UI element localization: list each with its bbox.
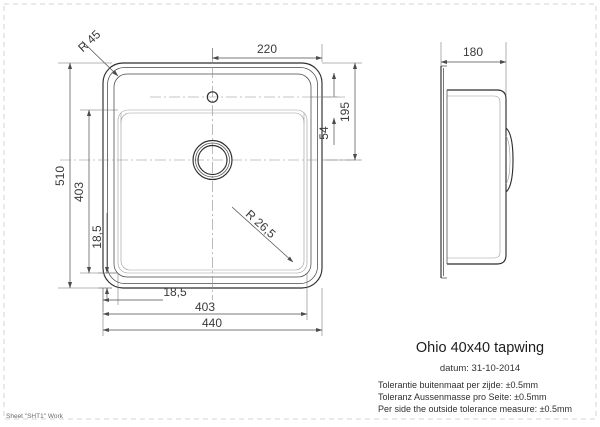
callout-r45: R 45 (75, 27, 119, 77)
dimension-440-label: 440 (202, 316, 222, 330)
dimension-195-label: 195 (338, 102, 352, 122)
side-body-inner-outline (447, 95, 501, 259)
title-block: Ohio 40x40 tapwing datum: 31-10-2014 Tol… (378, 340, 572, 414)
side-body-outline (447, 89, 507, 265)
drain-hole-mid-ring (195, 142, 230, 178)
drawing-date: datum: 31-10-2014 (440, 363, 520, 374)
tolerance-line-en: Per side the outside tolerance measure: … (378, 404, 572, 414)
dimension-18-5-horizontal-label: 18,5 (163, 285, 187, 299)
side-waste-boss-inner (505, 135, 511, 185)
dimension-403-horizontal-label: 403 (195, 300, 215, 314)
sheet-footer-note: Sheet "SHT1" Work (6, 413, 64, 420)
drawing-title: Ohio 40x40 tapwing (416, 340, 544, 356)
dimension-195: 195 (322, 62, 362, 161)
dimension-403-horizontal: 403 (102, 273, 308, 320)
drain-hole-bore (197, 144, 228, 176)
dimension-18-5-vertical-label: 18,5 (90, 225, 104, 249)
callout-r265-label: R 26,5 (243, 207, 279, 241)
side-view: 180 (440, 42, 514, 279)
callout-r265: R 26,5 (231, 206, 294, 263)
dimension-54: 54 (311, 72, 340, 145)
dimension-180: 180 (440, 42, 507, 96)
dimension-403-vertical-label: 403 (72, 182, 86, 202)
dimension-220-label: 220 (257, 42, 277, 56)
top-view: 220 R 45 R 26,5 510 (53, 27, 362, 336)
callout-r45-label: R 45 (75, 27, 103, 55)
dimension-440: 440 (102, 288, 323, 336)
drain-hole-outer-ring (192, 139, 233, 181)
side-waste-boss (505, 127, 514, 193)
tolerance-line-nl: Tolerantie buitenmaat per zijde: ±0.5mm (378, 380, 538, 390)
dimension-510-label: 510 (53, 166, 67, 186)
tolerance-line-de: Toleranz Aussenmasse pro Seite: ±0.5mm (378, 392, 547, 402)
tap-hole (206, 91, 219, 103)
dimension-220: 220 (212, 42, 323, 62)
sink-rim-inner-edge (107, 67, 318, 284)
sheet-border (3, 3, 597, 420)
dimension-18-5-vertical: 18,5 (90, 213, 118, 298)
dimension-403-vertical: 403 (72, 109, 118, 274)
dimension-180-label: 180 (463, 45, 483, 59)
dimension-18-5-horizontal: 18,5 (102, 273, 187, 312)
dimension-54-label: 54 (317, 126, 331, 140)
